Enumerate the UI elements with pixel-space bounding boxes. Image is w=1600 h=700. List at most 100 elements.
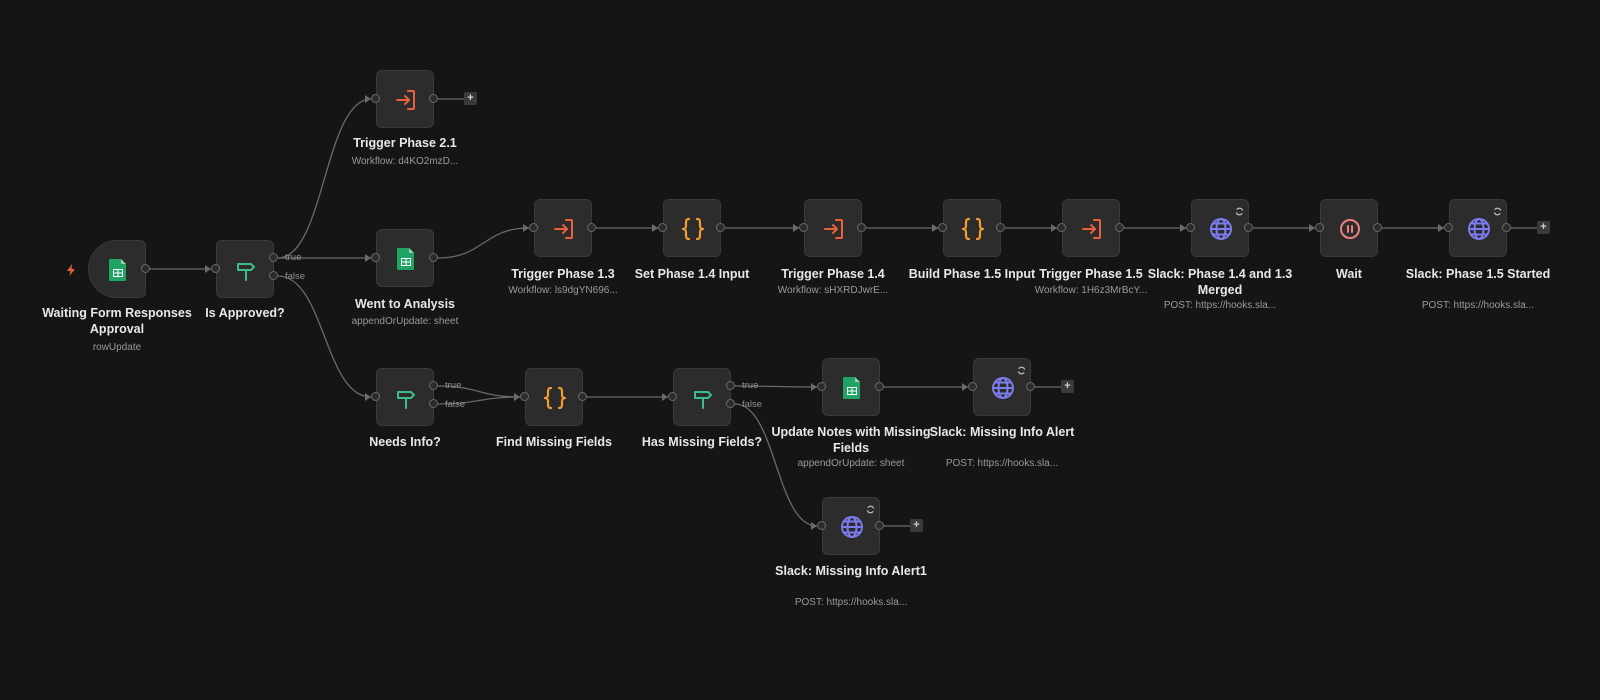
execute-workflow-icon xyxy=(1063,200,1121,258)
output-port-false[interactable] xyxy=(269,271,278,280)
google-sheets-icon xyxy=(377,230,435,288)
input-port[interactable] xyxy=(799,223,808,232)
output-port[interactable] xyxy=(141,264,150,273)
node-waiting-form[interactable] xyxy=(88,240,146,298)
input-port[interactable] xyxy=(658,223,667,232)
output-port-false[interactable] xyxy=(726,399,735,408)
output-port-true[interactable] xyxy=(726,381,735,390)
node-has-missing[interactable] xyxy=(673,368,731,426)
output-port[interactable] xyxy=(578,392,587,401)
node-subtitle: Workflow: sHXRDJwrE... xyxy=(777,285,889,296)
input-port[interactable] xyxy=(817,521,826,530)
add-node-button[interactable]: + xyxy=(1537,221,1550,234)
node-title: Wait xyxy=(1336,267,1362,281)
input-port[interactable] xyxy=(668,392,677,401)
node-title: Needs Info? xyxy=(369,435,441,449)
output-port[interactable] xyxy=(875,382,884,391)
output-port-false[interactable] xyxy=(429,399,438,408)
connection-needs-info-to-find-missing[interactable] xyxy=(437,396,521,405)
output-port-true[interactable] xyxy=(429,381,438,390)
input-port[interactable] xyxy=(1444,223,1453,232)
node-update-notes[interactable] xyxy=(822,358,880,416)
node-title: Slack: Phase 1.4 and 1.3 Merged xyxy=(1147,267,1293,297)
node-slack-missing1[interactable] xyxy=(822,497,880,555)
google-sheets-icon xyxy=(823,359,881,417)
output-port[interactable] xyxy=(996,223,1005,232)
node-trigger-15[interactable] xyxy=(1062,199,1120,257)
node-trigger-13[interactable] xyxy=(534,199,592,257)
input-port[interactable] xyxy=(211,264,220,273)
connection-has-missing-to-update-notes[interactable] xyxy=(734,385,818,388)
input-port[interactable] xyxy=(968,382,977,391)
input-port[interactable] xyxy=(371,392,380,401)
output-port-true[interactable] xyxy=(269,253,278,262)
arrowhead xyxy=(205,265,211,273)
node-subtitle: appendOrUpdate: sheet xyxy=(351,316,459,327)
node-trigger-21[interactable] xyxy=(376,70,434,128)
node-slack-started[interactable] xyxy=(1449,199,1507,257)
node-find-missing[interactable] xyxy=(525,368,583,426)
node-set-14[interactable] xyxy=(663,199,721,257)
output-port[interactable] xyxy=(429,94,438,103)
node-title: Find Missing Fields xyxy=(496,435,612,449)
node-subtitle: POST: https://hooks.sla... xyxy=(1163,300,1277,311)
connection-has-missing-to-slack-missing1[interactable] xyxy=(734,403,818,527)
node-needs-info[interactable] xyxy=(376,368,434,426)
input-port[interactable] xyxy=(1315,223,1324,232)
if-icon xyxy=(674,369,732,427)
node-trigger-14[interactable] xyxy=(804,199,862,257)
code-icon xyxy=(526,369,584,427)
node-build-15[interactable] xyxy=(943,199,1001,257)
output-port[interactable] xyxy=(875,521,884,530)
connection-is-approved-to-trigger-21[interactable] xyxy=(277,98,372,259)
output-port[interactable] xyxy=(1244,223,1253,232)
refresh-icon xyxy=(866,501,875,514)
input-port[interactable] xyxy=(938,223,947,232)
connection-is-approved-to-needs-info[interactable] xyxy=(277,275,372,398)
if-icon xyxy=(217,241,275,299)
output-port[interactable] xyxy=(1115,223,1124,232)
input-port[interactable] xyxy=(529,223,538,232)
connection-went-to-analysis-to-trigger-13[interactable] xyxy=(437,227,530,259)
node-went-to-analysis[interactable] xyxy=(376,229,434,287)
refresh-icon xyxy=(1493,203,1502,216)
output-port[interactable] xyxy=(716,223,725,232)
globe-icon xyxy=(1192,200,1250,258)
input-port[interactable] xyxy=(520,392,529,401)
input-port[interactable] xyxy=(371,253,380,262)
node-slack-missing[interactable] xyxy=(973,358,1031,416)
node-subtitle: Workflow: d4KO2mzD... xyxy=(351,156,459,167)
node-title: Slack: Phase 1.5 Started xyxy=(1405,267,1551,281)
output-port[interactable] xyxy=(857,223,866,232)
arrowhead xyxy=(514,393,520,401)
add-node-button[interactable]: + xyxy=(464,92,477,105)
add-node-button[interactable]: + xyxy=(910,519,923,532)
arrowhead xyxy=(1051,224,1057,232)
output-port[interactable] xyxy=(1026,382,1035,391)
input-port[interactable] xyxy=(1057,223,1066,232)
pause-icon xyxy=(1321,200,1379,258)
arrowhead xyxy=(811,383,817,391)
branch-label-true: true xyxy=(445,380,462,391)
refresh-icon xyxy=(1017,362,1026,375)
output-port[interactable] xyxy=(429,253,438,262)
output-port[interactable] xyxy=(1373,223,1382,232)
node-title: Slack: Missing Info Alert1 xyxy=(775,564,927,578)
input-port[interactable] xyxy=(371,94,380,103)
code-icon xyxy=(944,200,1002,258)
node-title: Waiting Form Responses Approval xyxy=(42,306,192,336)
node-title: Trigger Phase 1.3 xyxy=(511,267,615,281)
node-wait[interactable] xyxy=(1320,199,1378,257)
add-node-button[interactable]: + xyxy=(1061,380,1074,393)
execute-workflow-icon xyxy=(377,71,435,129)
node-slack-merged[interactable] xyxy=(1191,199,1249,257)
branch-label-true: true xyxy=(285,252,302,263)
input-port[interactable] xyxy=(1186,223,1195,232)
node-is-approved[interactable] xyxy=(216,240,274,298)
output-port[interactable] xyxy=(1502,223,1511,232)
node-subtitle: POST: https://hooks.sla... xyxy=(1421,300,1535,311)
input-port[interactable] xyxy=(817,382,826,391)
output-port[interactable] xyxy=(587,223,596,232)
